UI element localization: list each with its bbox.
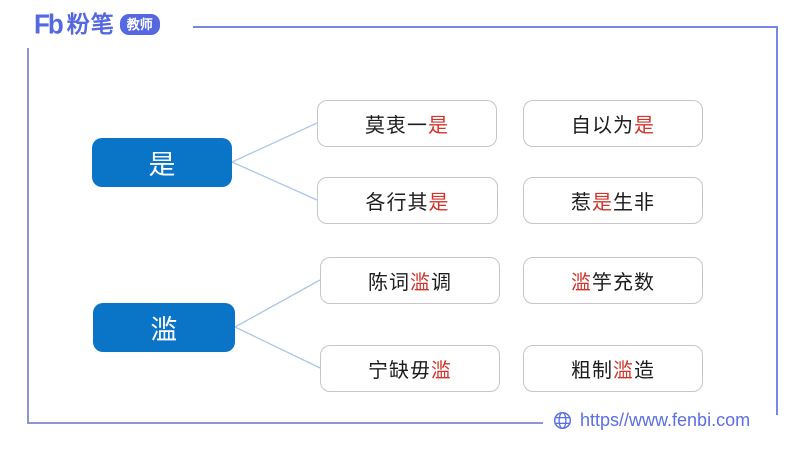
term-text: 莫衷一 — [365, 115, 428, 137]
brand-name: 粉笔 — [66, 10, 115, 37]
root-node-label: 滥 — [150, 315, 178, 345]
root-node-shi: 是 — [92, 138, 232, 187]
term-text: 自以为 — [571, 115, 634, 137]
term-text: 竽充数 — [592, 272, 655, 294]
frame-left-line — [27, 48, 29, 424]
root-node-lan: 滥 — [93, 303, 235, 352]
term-highlight: 是 — [428, 115, 449, 137]
footer: https//www.fenbi.com — [553, 410, 750, 431]
term-text: 各行其 — [365, 192, 429, 214]
term-text: 造 — [634, 360, 655, 382]
term-text: 惹 — [571, 192, 592, 214]
term-text: 宁缺毋 — [368, 360, 431, 382]
term-highlight: 滥 — [613, 360, 634, 382]
term-box-cuzhilanzao: 粗制滥造 — [523, 345, 703, 392]
term-highlight: 是 — [634, 115, 655, 137]
term-text: 生非 — [613, 192, 655, 214]
term-box-lanyuchongshu: 滥竽充数 — [523, 257, 703, 304]
globe-icon — [553, 411, 572, 430]
term-text: 粗制 — [571, 360, 613, 382]
term-text: 陈词 — [368, 272, 410, 294]
term-box-gexingqishi: 各行其是 — [317, 177, 498, 224]
term-box-mozhongyishi: 莫衷一是 — [317, 100, 497, 147]
term-box-ziyiweishi: 自以为是 — [523, 100, 703, 147]
fenbi-logo: Fb 粉笔 教师 — [34, 9, 160, 39]
term-highlight: 滥 — [571, 272, 592, 294]
frame-top-line — [193, 26, 778, 28]
term-text: 调 — [431, 272, 452, 294]
fenbi-logo-icon: Fb — [34, 8, 64, 40]
footer-url: https//www.fenbi.com — [580, 410, 751, 430]
term-highlight: 滥 — [431, 360, 452, 382]
term-box-chencilandiao: 陈词滥调 — [320, 257, 500, 304]
term-box-ningquewulan: 宁缺毋滥 — [320, 345, 500, 392]
term-highlight: 滥 — [410, 272, 431, 294]
frame-bottom-line — [27, 422, 543, 424]
root-node-label: 是 — [148, 150, 176, 180]
term-highlight: 是 — [428, 192, 450, 214]
frame-right-line — [776, 26, 778, 415]
term-box-reshishengfei: 惹是生非 — [523, 177, 703, 224]
term-highlight: 是 — [592, 192, 613, 214]
teacher-badge: 教师 — [119, 13, 160, 35]
